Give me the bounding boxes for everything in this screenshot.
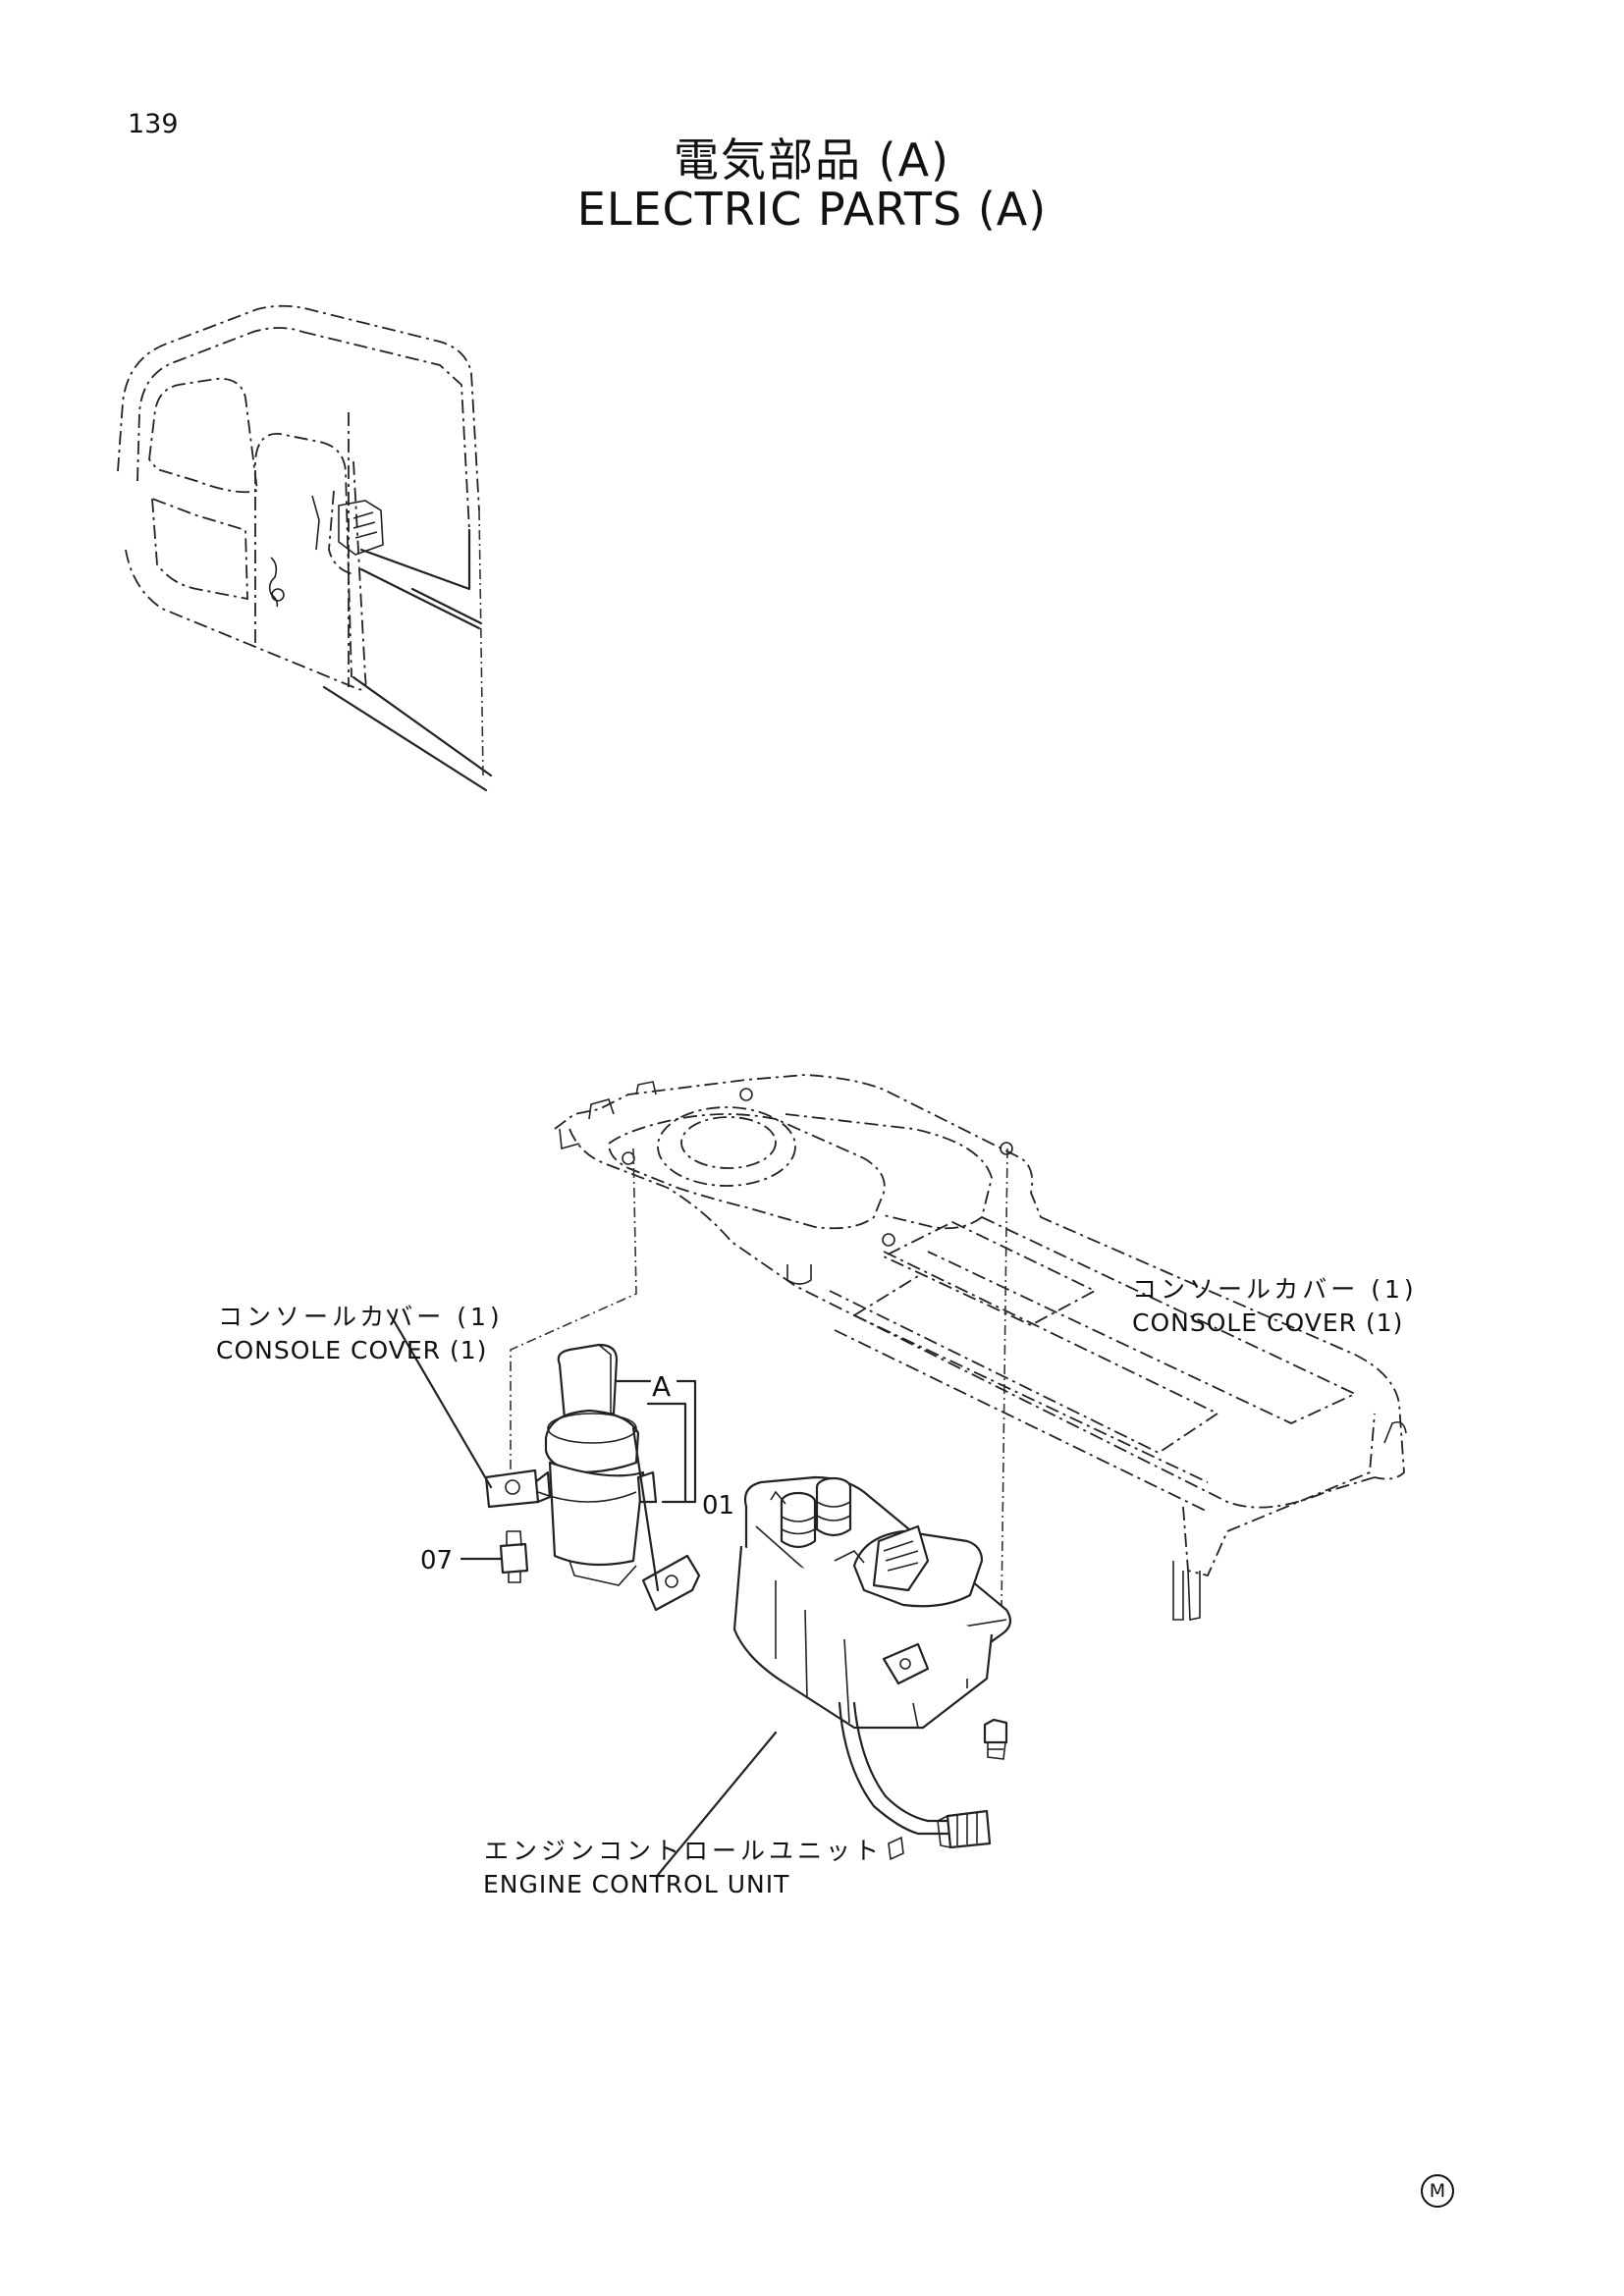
console-cover-drawing [554, 1074, 1407, 1621]
part-01-bracket [646, 1379, 697, 1504]
console-cover-right-label-en: CONSOLE COVER (1) [1132, 1308, 1404, 1337]
guide-line-right [1001, 1148, 1008, 1611]
key-switch-drawing [484, 1343, 701, 1612]
part-01-label: 01 [702, 1491, 735, 1521]
page-title-japanese: 電気部品 (A) [674, 133, 950, 187]
console-cover-left-label-jp: コンソールカバー (1) [218, 1303, 504, 1331]
part-07-label: 07 [420, 1546, 454, 1575]
guide-line-left [510, 1148, 637, 1472]
console-cover-right-label-jp: コンソールカバー (1) [1132, 1275, 1418, 1304]
screw-right-drawing [983, 1718, 1008, 1760]
page-title-english: ELECTRIC PARTS (A) [576, 183, 1048, 236]
leader-console-cover-left [386, 1308, 493, 1489]
console-cover-left-label-en: CONSOLE COVER (1) [216, 1336, 488, 1364]
engine-control-unit-drawing [732, 1475, 1012, 1861]
screw-07-drawing [460, 1530, 529, 1583]
engine-control-unit-label-jp: エンジンコントロールユニット [484, 1837, 884, 1865]
ref-a-label: A [652, 1370, 672, 1403]
cab-overview-drawing [117, 304, 493, 792]
footer-circled-m-mark: M [1421, 2174, 1454, 2208]
engine-control-unit-label-en: ENGINE CONTROL UNIT [483, 1870, 790, 1898]
page-number: 139 [128, 109, 179, 139]
leader-engine-control-unit [656, 1731, 778, 1877]
